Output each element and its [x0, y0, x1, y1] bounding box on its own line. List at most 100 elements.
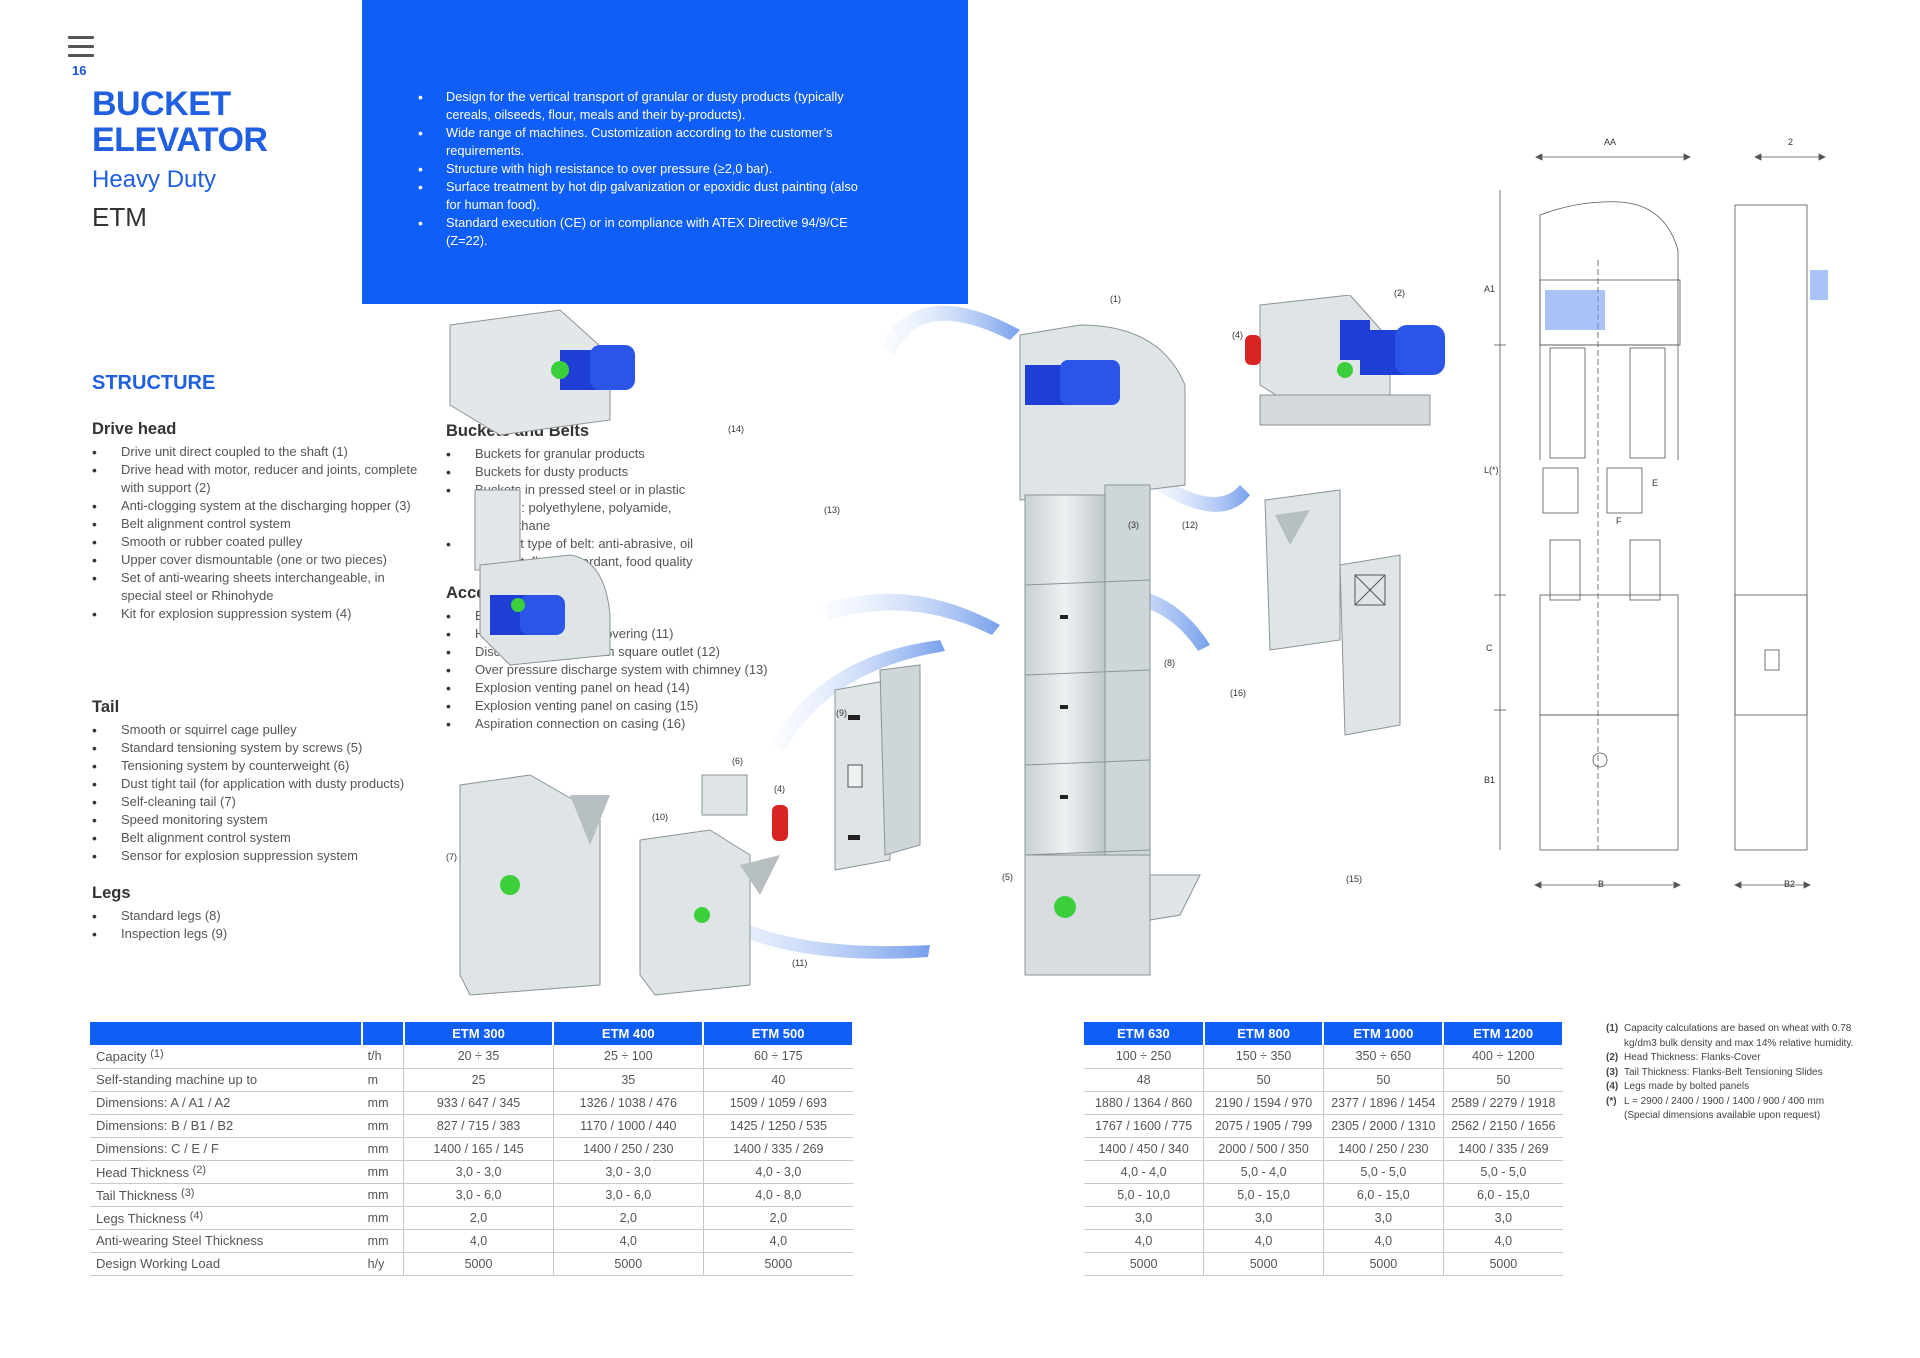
callout-13: (13) [824, 505, 841, 515]
table-header-blank [361, 1022, 405, 1045]
row-unit: mm [361, 1206, 405, 1230]
row-unit: mm [361, 1160, 405, 1184]
flow-arrow [880, 305, 1020, 355]
page-title: BUCKET ELEVATOR [92, 86, 268, 158]
table-header: ETM 500 [703, 1022, 854, 1045]
footnotes: (1)Capacity calculations are based on wh… [1606, 1022, 1856, 1124]
list-item: Standard execution (CE) or in compliance… [418, 214, 866, 250]
list-item: Upper cover dismountable (one or two pie… [92, 551, 422, 569]
dim-B: B [1598, 879, 1605, 889]
head-assembly-14 [449, 309, 635, 436]
footnote: (3)Tail Thickness: Flanks-Belt Tensionin… [1606, 1066, 1856, 1081]
footnote-text: L = 2900 / 2400 / 1900 / 1400 / 900 / 40… [1624, 1095, 1825, 1122]
list-item: Drive unit direct coupled to the shaft (… [92, 443, 422, 461]
table-cell: 4,0 [1203, 1229, 1324, 1253]
footnote-text: Head Thickness: Flanks-Cover [1624, 1052, 1761, 1063]
table-cell: 25 [403, 1068, 554, 1092]
list-item: Over pressure discharge system with chim… [446, 661, 806, 679]
list-item: Sensor for explosion suppression system [92, 847, 452, 865]
footnote: (1)Capacity calculations are based on wh… [1606, 1022, 1856, 1051]
tail-with-counterweight [639, 774, 788, 996]
row-label: Capacity (1) [90, 1045, 362, 1069]
row-note: (2) [192, 1163, 207, 1176]
table-cell: 3,0 - 3,0 [553, 1160, 704, 1184]
table-cell: 1400 / 250 / 230 [1323, 1137, 1444, 1161]
table-cell: 350 ÷ 650 [1323, 1045, 1444, 1069]
table-cell: 25 ÷ 100 [553, 1045, 704, 1069]
row-label: Dimensions: B / B1 / B2 [90, 1114, 362, 1138]
model-name: ETM [92, 202, 147, 232]
table-cell: 3,0 [1443, 1206, 1563, 1230]
callout-16: (16) [1230, 688, 1247, 698]
callout-9: (9) [836, 708, 847, 718]
footnote-text: Legs made by bolted panels [1624, 1081, 1750, 1092]
page-subtitle: Heavy Duty [92, 166, 217, 193]
callout-12: (12) [1182, 520, 1199, 530]
table-cell: 40 [703, 1068, 853, 1092]
table-cell: 400 ÷ 1200 [1443, 1045, 1563, 1069]
list-item: Self-cleaning tail (7) [92, 793, 452, 811]
table-header: ETM 800 [1203, 1022, 1325, 1045]
table-cell: 5000 [703, 1252, 853, 1276]
row-unit: h/y [361, 1252, 405, 1276]
row-label: Dimensions: C / E / F [90, 1137, 362, 1161]
table-cell: 1509 / 1059 / 693 [703, 1091, 853, 1115]
callout-5: (5) [1002, 872, 1013, 882]
row-note: (3) [181, 1186, 195, 1199]
table-cell: 150 ÷ 350 [1203, 1045, 1324, 1069]
callout-4a: (4) [1232, 330, 1243, 340]
table-cell: 50 [1443, 1068, 1563, 1092]
callout-7: (7) [446, 852, 457, 862]
row-label: Dimensions: A / A1 / A2 [90, 1091, 362, 1115]
intro-box: Design for the vertical transport of gra… [362, 0, 968, 304]
table-cell: 4,0 [1443, 1229, 1563, 1253]
list-item: Kit for explosion suppression system (4) [92, 605, 422, 623]
table-cell: 1400 / 450 / 340 [1084, 1137, 1205, 1161]
callout-6: (6) [732, 756, 743, 766]
row-unit: m [361, 1068, 405, 1092]
row-label-text: Anti-wearing Steel Thickness [96, 1233, 264, 1248]
table-cell: 3,0 [1323, 1206, 1444, 1230]
table-header: ETM 630 [1084, 1022, 1205, 1045]
row-unit: mm [361, 1183, 405, 1207]
footnote-mark: (2) [1606, 1052, 1619, 1063]
table-cell: 2305 / 2000 / 1310 [1323, 1114, 1444, 1138]
table-cell: 20 ÷ 35 [403, 1045, 554, 1069]
footnote-text: Capacity calculations are based on wheat… [1624, 1023, 1854, 1049]
list-item: Wide range of machines. Customization ac… [418, 124, 866, 160]
footnote: (4)Legs made by bolted panels [1606, 1080, 1856, 1095]
intro-list: Design for the vertical transport of gra… [418, 88, 866, 250]
table-cell: 5,0 - 10,0 [1084, 1183, 1205, 1207]
list-item: Inspection legs (9) [92, 925, 392, 943]
list-item: Belt alignment control system [92, 515, 422, 533]
table-cell: 2562 / 2150 / 1656 [1443, 1114, 1563, 1138]
table-cell: 100 ÷ 250 [1084, 1045, 1205, 1069]
list-item: Buckets for granular products [446, 445, 736, 463]
footnote: (2) Head Thickness: Flanks-Cover [1606, 1051, 1856, 1066]
table-cell: 5000 [1323, 1252, 1444, 1276]
menu-icon[interactable] [68, 36, 94, 58]
table-cell: 2,0 [403, 1206, 554, 1230]
table-cell: 1170 / 1000 / 440 [553, 1114, 704, 1138]
list-item: Speed monitoring system [92, 811, 452, 829]
drive-head-list: Drive unit direct coupled to the shaft (… [92, 443, 422, 623]
table-header: ETM 400 [553, 1022, 705, 1045]
list-item: Dust tight tail (for application with du… [92, 775, 452, 793]
callout-2: (2) [1394, 288, 1405, 298]
table-cell: 4,0 [553, 1229, 704, 1253]
callout-4b: (4) [774, 784, 785, 794]
row-label: Tail Thickness (3) [90, 1183, 362, 1207]
list-item: Standard legs (8) [92, 907, 392, 925]
row-label-text: Dimensions: A / A1 / A2 [96, 1095, 231, 1110]
table-cell: 5,0 - 4,0 [1203, 1160, 1324, 1184]
row-unit: mm [361, 1091, 405, 1115]
inspection-leg-9 [834, 664, 921, 871]
